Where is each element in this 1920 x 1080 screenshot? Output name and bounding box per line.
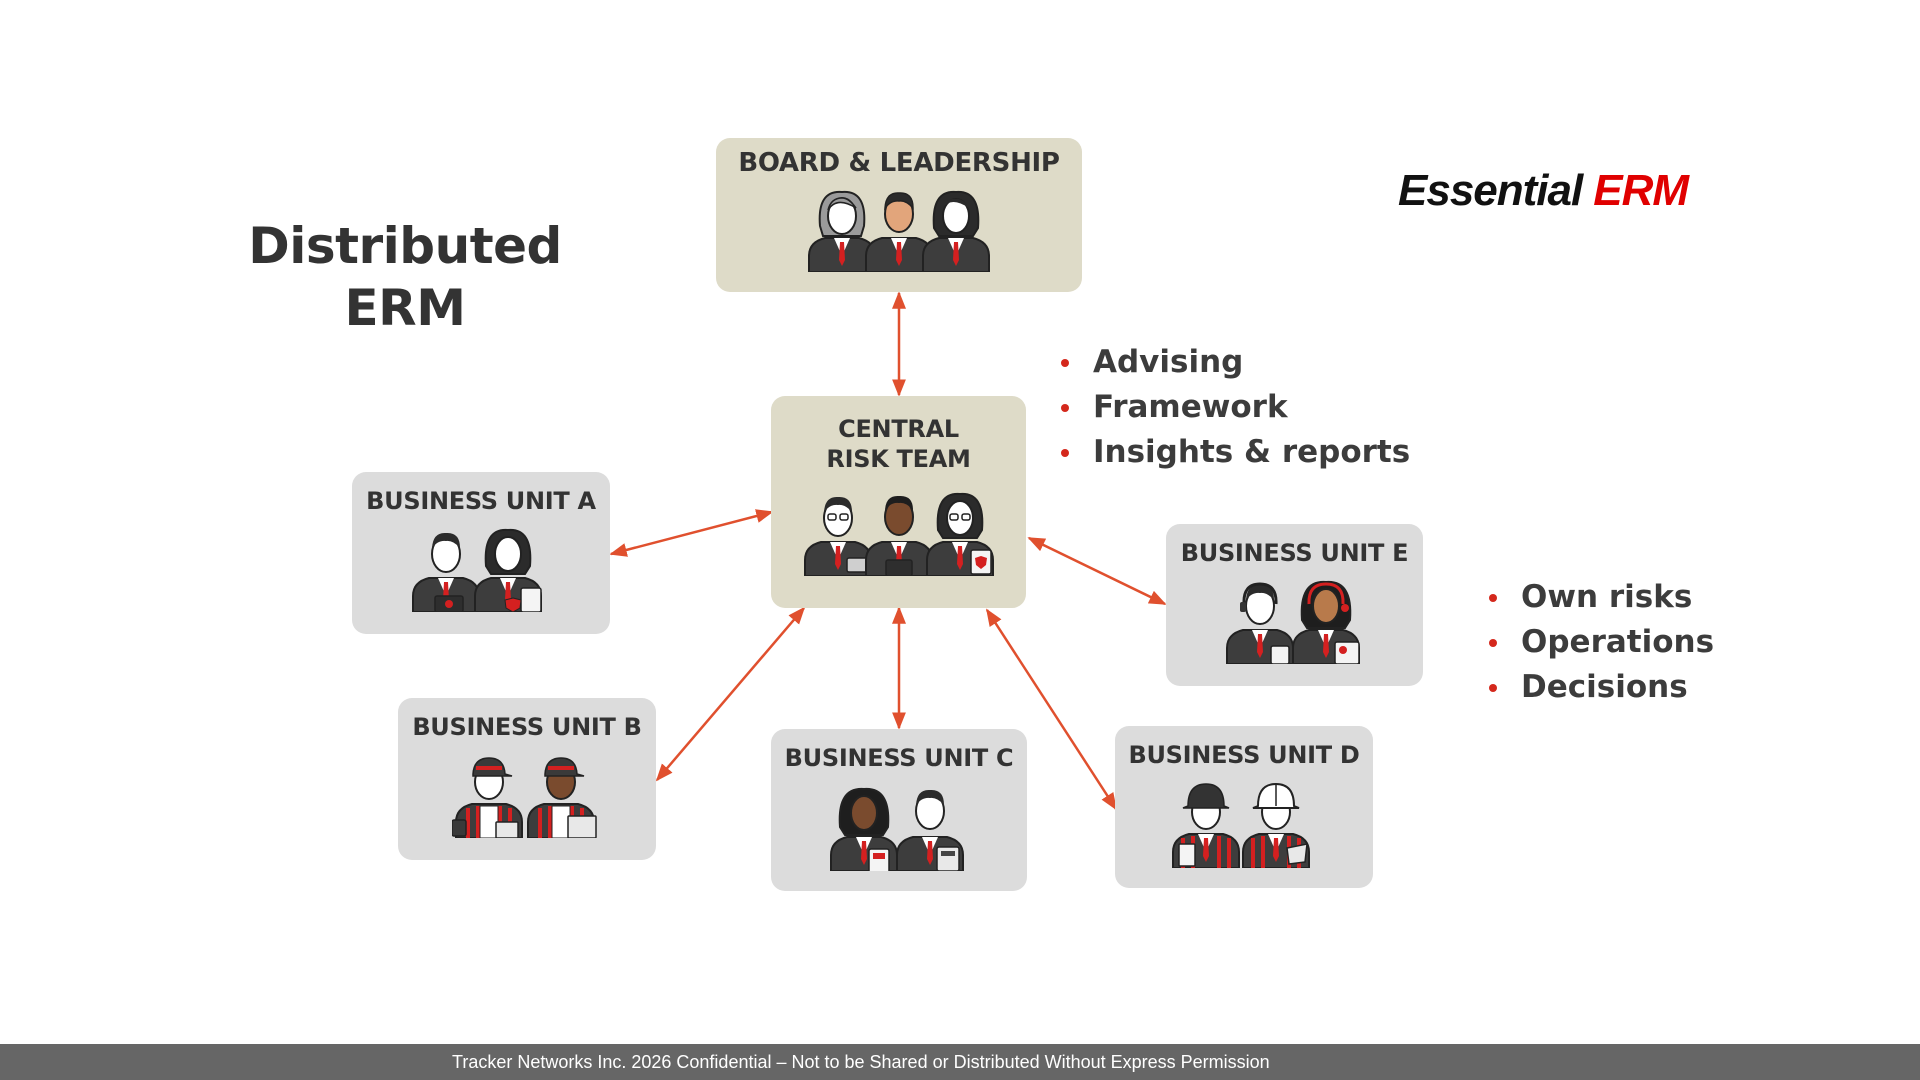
slide-title-line1: Distributed: [248, 217, 562, 275]
central-team-bullets: Advising Framework Insights & reports: [1057, 340, 1410, 475]
central-bullet-advising: Advising: [1057, 340, 1410, 385]
unit-bullet-own-risks: Own risks: [1485, 575, 1714, 620]
slide-title-line2: ERM: [344, 279, 466, 337]
unit-a-people-illustration: [411, 526, 551, 612]
node-business-unit-b: BUSINESS UNIT B: [398, 698, 656, 860]
connector-central-unit-b: [655, 606, 806, 782]
central-people-illustration: [799, 490, 999, 576]
node-board-title: BOARD & LEADERSHIP: [738, 148, 1060, 178]
slide-title: Distributed ERM: [185, 215, 625, 339]
business-unit-bullets: Own risks Operations Decisions: [1485, 575, 1714, 710]
node-board-leadership: BOARD & LEADERSHIP: [716, 138, 1082, 292]
node-unit-d-title: BUSINESS UNIT D: [1128, 741, 1360, 769]
unit-c-people-illustration: [829, 783, 969, 871]
node-unit-a-title: BUSINESS UNIT A: [366, 487, 596, 515]
node-unit-b-title: BUSINESS UNIT B: [412, 713, 642, 741]
node-business-unit-d: BUSINESS UNIT D: [1115, 726, 1373, 888]
footer-text: Tracker Networks Inc. 2026 Confidential …: [452, 1052, 1270, 1072]
unit-bullet-operations: Operations: [1485, 620, 1714, 665]
node-unit-c-title: BUSINESS UNIT C: [784, 744, 1014, 772]
node-business-unit-c: BUSINESS UNIT C: [771, 729, 1027, 891]
unit-d-people-illustration: [1169, 780, 1319, 868]
unit-bullet-decisions: Decisions: [1485, 665, 1714, 710]
brand-part1: Essential: [1398, 166, 1583, 215]
central-bullet-framework: Framework: [1057, 385, 1410, 430]
unit-b-people-illustration: [452, 752, 602, 838]
brand-part2: ERM: [1593, 166, 1689, 215]
node-business-unit-a: BUSINESS UNIT A: [352, 472, 610, 634]
node-unit-e-title: BUSINESS UNIT E: [1180, 539, 1409, 567]
board-people-illustration: [799, 190, 999, 272]
central-bullet-insights: Insights & reports: [1057, 430, 1410, 475]
node-central-risk-team: CENTRAL RISK TEAM: [771, 396, 1026, 608]
footer-bar: Tracker Networks Inc. 2026 Confidential …: [0, 1044, 1920, 1080]
node-central-title-line1: CENTRAL: [838, 415, 959, 443]
node-business-unit-e: BUSINESS UNIT E: [1166, 524, 1423, 686]
connector-central-unit-e: [1027, 536, 1167, 606]
connector-central-unit-d: [985, 608, 1118, 811]
unit-e-people-illustration: [1225, 578, 1365, 664]
node-central-title-line2: RISK TEAM: [826, 445, 971, 473]
connector-central-unit-a: [609, 509, 774, 557]
